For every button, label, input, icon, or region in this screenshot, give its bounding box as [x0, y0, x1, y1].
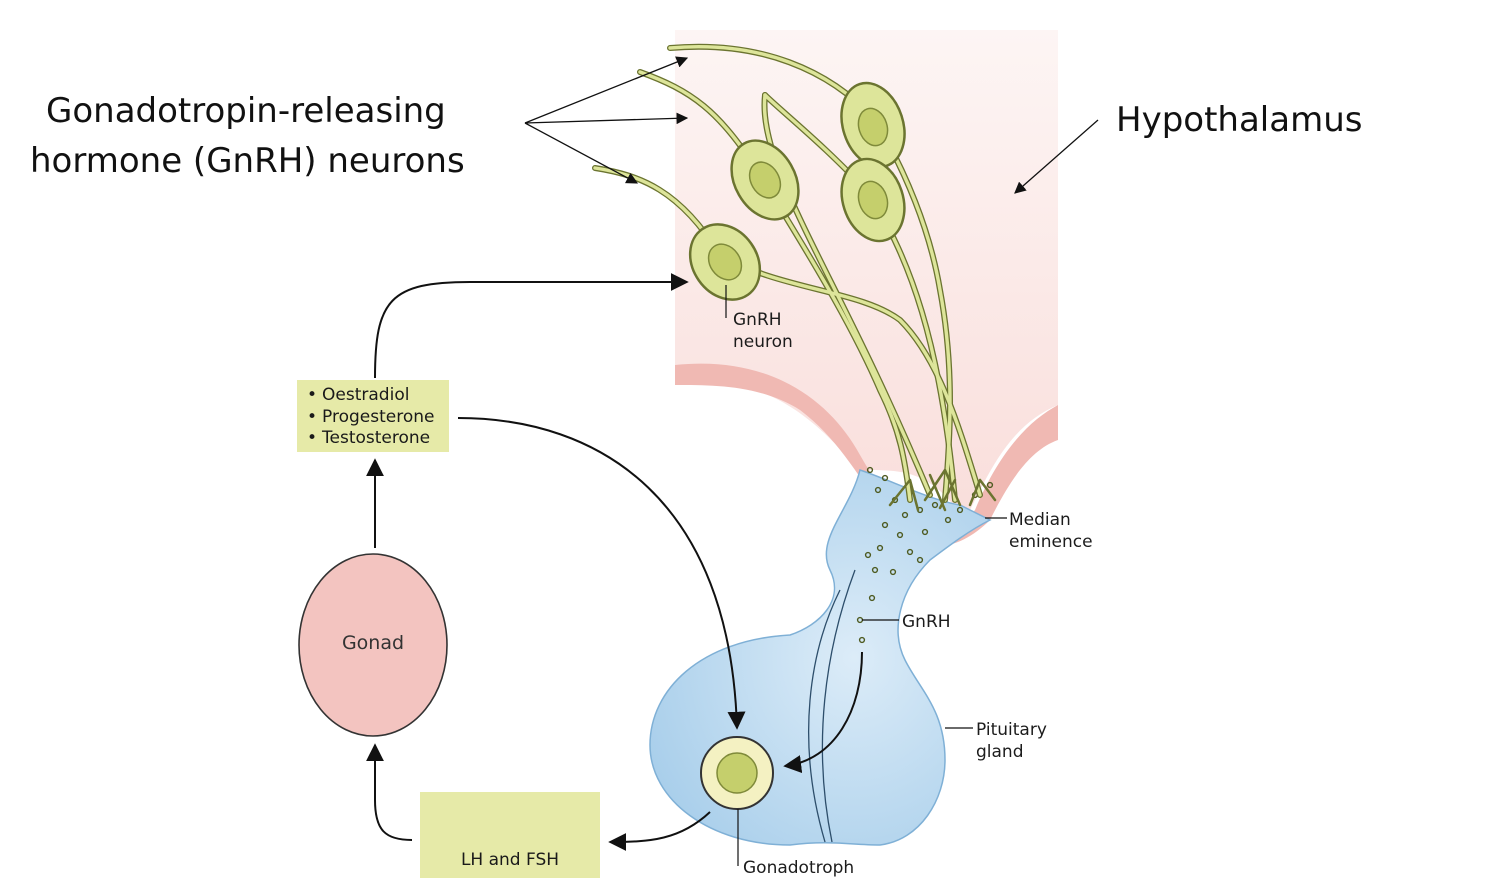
- median-eminence-band: [675, 363, 1058, 547]
- gnrh-neuron-label-line1: GnRH: [733, 310, 782, 330]
- pituitary-division-2: [821, 569, 856, 843]
- pituitary-gland: [649, 469, 992, 846]
- gnrh-neuron-label-line2: neuron: [733, 332, 793, 352]
- pituitary-label-line2: gland: [976, 742, 1024, 762]
- hormone-item-progesterone: Progesterone: [307, 407, 449, 429]
- hypothalamus-pointer: [1014, 119, 1099, 194]
- axon-terminals: [888, 468, 997, 512]
- pituitary-label-line1: Pituitary: [976, 720, 1047, 740]
- gonad-label: Gonad: [341, 632, 405, 654]
- feedback-arrows: [366, 273, 863, 851]
- gnrh-neurons-title-line2: hormone (GnRH) neurons: [30, 141, 465, 181]
- sex-steroids-box: Oestradiol Progesterone Testosterone: [297, 380, 449, 452]
- gnrh-label: GnRH: [902, 612, 951, 632]
- lh-fsh-label: LH and FSH: [460, 850, 560, 870]
- median-eminence-label-line1: Median: [1009, 510, 1071, 530]
- gonadotroph-label: Gonadotroph: [743, 858, 855, 878]
- gnrh-neurons-title-line1: Gonadotropin-releasing: [46, 91, 446, 131]
- gonad: [298, 553, 448, 737]
- hormone-item-testosterone: Testosterone: [307, 428, 449, 450]
- hormone-item-oestradiol: Oestradiol: [307, 385, 449, 407]
- median-eminence-label-line2: eminence: [1009, 532, 1093, 552]
- hypothalamus-label: Hypothalamus: [1116, 100, 1363, 140]
- label-leaders: [725, 285, 1007, 866]
- title-pointer-arrows: [524, 56, 689, 184]
- pituitary-division-1: [808, 589, 841, 843]
- lh-fsh-box: LH and FSH: [420, 792, 600, 878]
- neuron-cells: [688, 81, 906, 301]
